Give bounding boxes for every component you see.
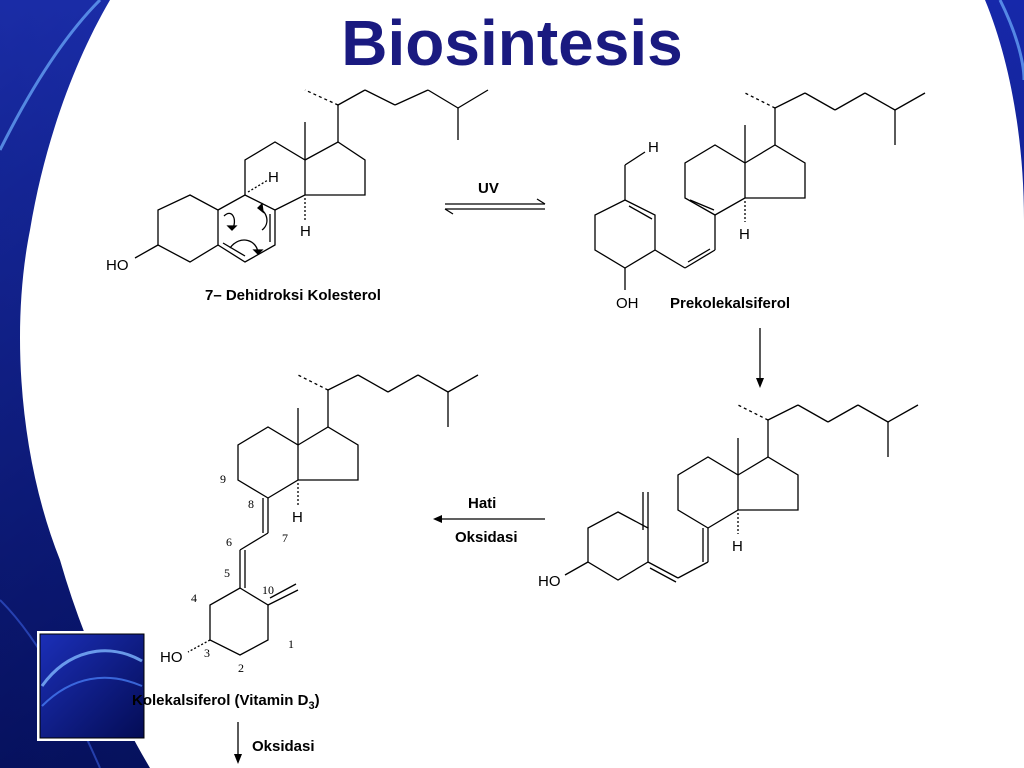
dehydrocholesterol-structure	[134, 89, 489, 263]
substituent-ho-1: HO	[106, 257, 129, 274]
substituent-h-1: H	[268, 169, 279, 186]
atom-number-10: 10	[262, 583, 274, 597]
atom-number-9: 9	[220, 472, 226, 486]
page-title: Biosintesis	[341, 7, 683, 79]
oxidation-arrow	[234, 722, 242, 764]
compound-label-dehydrocholesterol: 7– Dehidroksi Kolesterol	[205, 287, 381, 304]
compound-label-cholecalciferol-main: Kolekalsiferol (Vitamin D	[132, 692, 309, 709]
substituent-h-3: H	[648, 139, 659, 156]
liver-oxidation-arrow	[433, 515, 545, 523]
atom-number-4: 4	[191, 591, 197, 605]
compound-label-cholecalciferol-subscript: 3	[308, 700, 315, 712]
atom-number-6: 6	[226, 535, 232, 549]
arrow-label-liver: Hati	[468, 495, 496, 512]
atom-number-2: 2	[238, 661, 244, 675]
down-arrow	[756, 328, 764, 388]
uv-equilibrium-arrow	[444, 198, 546, 215]
substituent-h-4: H	[739, 226, 750, 243]
compound-label-cholecalciferol-end: )	[314, 692, 320, 709]
substituent-h-2: H	[300, 223, 311, 240]
blue-swirl-thumbnail-icon	[37, 631, 147, 741]
arrow-label-uv: UV	[478, 180, 499, 197]
arrow-label-oxidation: Oksidasi	[252, 738, 315, 755]
substituent-h-6: H	[292, 509, 303, 526]
arrow-label-liver-oxidation: Oksidasi	[455, 529, 518, 546]
atom-number-5: 5	[224, 566, 230, 580]
atom-number-8: 8	[248, 497, 254, 511]
previtamin-structure	[594, 92, 926, 290]
atom-number-1: 1	[288, 637, 294, 651]
previtamin-isomer-structure	[564, 404, 919, 583]
compound-label-cholecalciferol: Kolekalsiferol (Vitamin D3)	[132, 692, 320, 712]
substituent-ho-3: HO	[160, 649, 183, 666]
compound-label-previtamin: Prekolekalsiferol	[670, 295, 790, 312]
cholecalciferol-structure	[187, 374, 479, 656]
atom-number-7: 7	[282, 531, 288, 545]
substituent-h-5: H	[732, 538, 743, 555]
substituent-oh-1: OH	[616, 295, 639, 312]
atom-number-3: 3	[204, 646, 210, 660]
substituent-ho-2: HO	[538, 573, 561, 590]
